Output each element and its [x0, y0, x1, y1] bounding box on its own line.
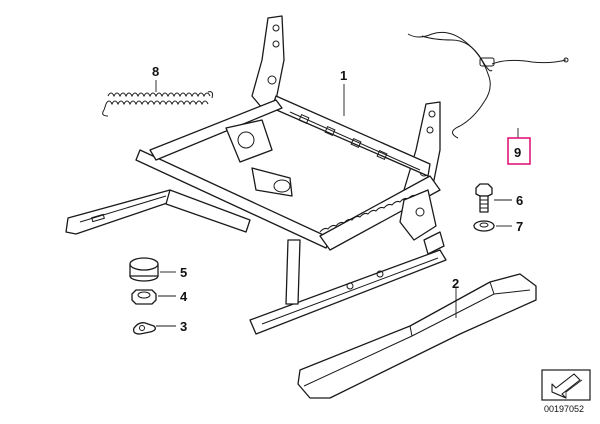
leader-lines	[155, 80, 519, 327]
callout-9[interactable]: 9	[514, 145, 521, 160]
callout-4[interactable]: 4	[180, 289, 188, 304]
clip-part[interactable]	[132, 322, 156, 335]
washer-part[interactable]	[473, 220, 495, 232]
rubber-buffer-part[interactable]	[129, 257, 159, 282]
callout-3[interactable]: 3	[180, 319, 187, 334]
bolt-part[interactable]	[475, 183, 493, 213]
cable-part[interactable]	[407, 31, 569, 139]
reference-number: 00197052	[544, 404, 584, 414]
callout-6[interactable]: 6	[516, 193, 523, 208]
callout-8[interactable]: 8	[152, 64, 159, 79]
callout-1[interactable]: 1	[340, 68, 347, 83]
arrow-corner-icon	[541, 369, 591, 401]
callout-2[interactable]: 2	[452, 276, 459, 291]
callout-7[interactable]: 7	[516, 219, 523, 234]
spring-part[interactable]	[102, 91, 213, 117]
nut-part[interactable]	[131, 289, 157, 305]
seat-frame-part[interactable]	[65, 15, 447, 335]
callout-9-highlight	[507, 137, 531, 165]
callout-5[interactable]: 5	[180, 265, 187, 280]
trim-cover-part[interactable]	[297, 273, 537, 399]
